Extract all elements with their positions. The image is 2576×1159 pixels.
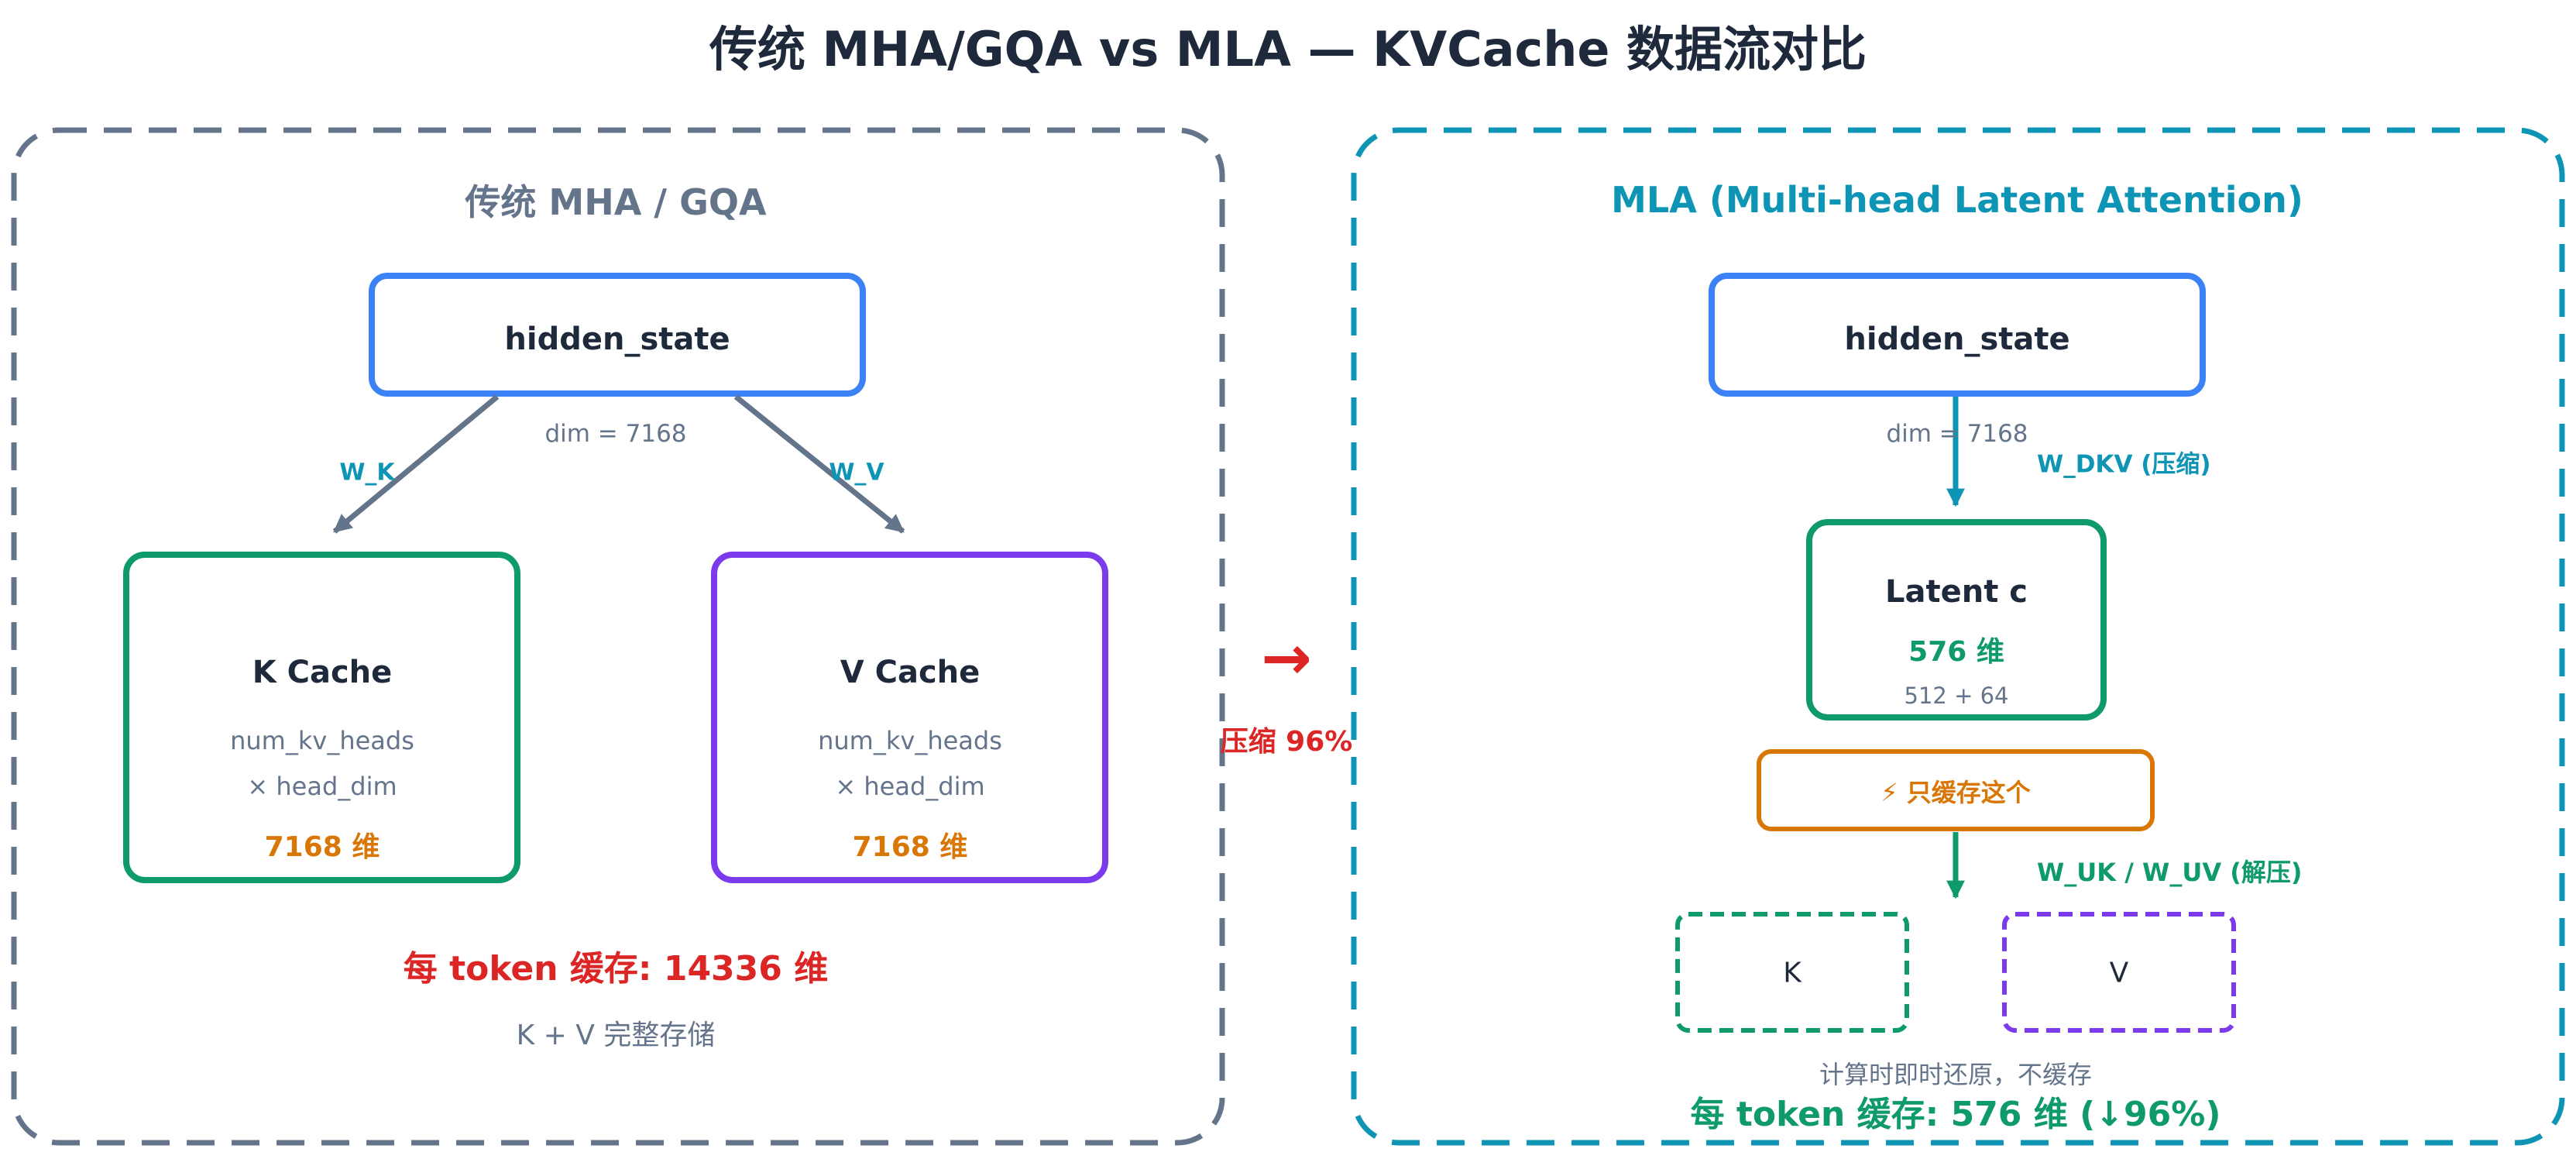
right-hidden-state-label: hidden_state	[1844, 322, 2070, 357]
latent-box	[1806, 519, 2107, 721]
w-dkv-label: W_DKV (压缩)	[2037, 450, 2211, 479]
left-panel-frame	[11, 127, 1225, 1146]
right-dim-label: dim = 7168	[1886, 420, 2028, 448]
right-hidden-state-box	[1709, 273, 2206, 397]
v-cache-dims: 7168 维	[852, 831, 968, 863]
left-dim-label: dim = 7168	[544, 420, 687, 448]
k-cache-dims: 7168 维	[264, 831, 380, 863]
latent-title: Latent c	[1885, 574, 2028, 610]
cache-only-box	[1757, 749, 2155, 831]
cache-only-label: ⚡ 只缓存这个	[1880, 778, 2031, 807]
left-hidden-state-label: hidden_state	[504, 322, 730, 357]
k-output-box	[1675, 912, 1909, 1033]
k-cache-title: K Cache	[252, 655, 393, 690]
k-output-label: K	[1783, 957, 1801, 989]
v-cache-line1: num_kv_heads	[818, 726, 1002, 755]
right-per-token-cache: 每 token 缓存: 576 维 (↓96%)	[1690, 1095, 2221, 1134]
k-cache-line1: num_kv_heads	[230, 726, 414, 755]
v-cache-title: V Cache	[840, 655, 981, 690]
left-per-token-cache: 每 token 缓存: 14336 维	[403, 949, 829, 989]
compress-label: 压缩 96%	[1220, 726, 1353, 758]
compress-arrow-icon: →	[1261, 624, 1312, 693]
latent-split: 512 + 64	[1904, 683, 2009, 709]
latent-dims: 576 维	[1908, 636, 2004, 668]
page-title: 传统 MHA/GQA vs MLA — KVCache 数据流对比	[709, 21, 1867, 77]
right-panel-frame	[1351, 127, 2565, 1146]
right-note: 计算时即时还原，不缓存	[1819, 1060, 2093, 1089]
arrow-to-v-cache	[733, 394, 905, 534]
k-cache-box	[123, 552, 520, 883]
left-panel-heading: 传统 MHA / GQA	[465, 181, 767, 223]
k-cache-line2: × head_dim	[247, 772, 397, 801]
v-output-label: V	[2109, 957, 2129, 989]
v-cache-box	[711, 552, 1108, 883]
left-note: K + V 完整存储	[516, 1020, 716, 1051]
arrow-to-k-cache	[332, 394, 500, 534]
w-uk-uv-label: W_UK / W_UV (解压)	[2037, 858, 2303, 887]
left-hidden-state-box	[369, 273, 866, 397]
wv-label: W_V	[829, 459, 884, 487]
right-panel-heading: MLA (Multi-head Latent Attention)	[1611, 179, 2303, 221]
v-output-box	[2002, 912, 2236, 1033]
v-cache-line2: × head_dim	[835, 772, 985, 801]
wk-label: W_K	[339, 459, 395, 487]
